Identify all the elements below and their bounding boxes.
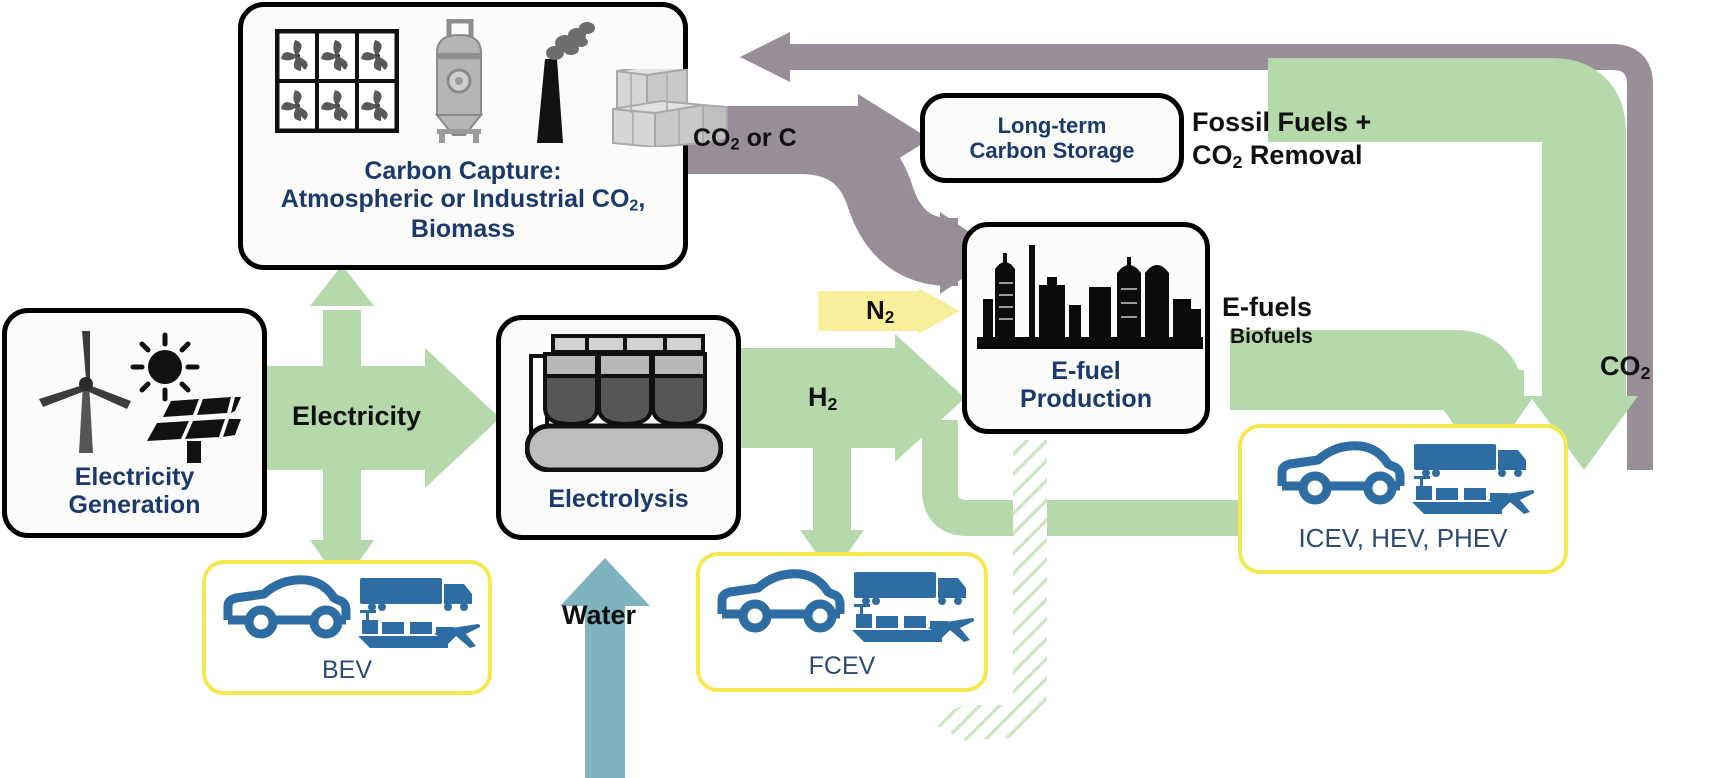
car-icon xyxy=(717,569,845,633)
electrolyzer-stack-icon xyxy=(525,334,723,472)
car-icon xyxy=(223,575,351,639)
label-biofuels: Biofuels xyxy=(1230,325,1313,348)
label-h2: H2 xyxy=(808,382,838,414)
dac-fan-array-icon xyxy=(275,29,399,133)
flow-efuel-to-fcev-dashed xyxy=(930,440,1047,744)
sun-icon xyxy=(130,332,200,402)
flow-fossil-fuels-to-icev xyxy=(1268,58,1638,470)
storage-line2: Carbon Storage xyxy=(969,137,1135,163)
flow-h2-to-efuel xyxy=(740,334,965,462)
carbon-capture-line2: Atmospheric or Industrial CO2, xyxy=(280,185,646,215)
truck-icon xyxy=(854,572,966,605)
vehicle-icons-bev xyxy=(223,575,480,648)
node-title-fcev: FCEV xyxy=(808,652,876,680)
solar-panel-icon xyxy=(147,397,241,463)
label-water: Water xyxy=(562,600,637,630)
car-icon xyxy=(1277,441,1405,505)
truck-icon xyxy=(360,578,472,611)
flow-co2-from-vehicles-to-capture xyxy=(740,32,1653,470)
node-fcev[interactable]: FCEV xyxy=(696,552,988,692)
smokestack-icon xyxy=(537,22,595,143)
flow-n2-to-efuel xyxy=(818,288,960,334)
node-bev[interactable]: BEV xyxy=(202,560,492,695)
label-electricity: Electricity xyxy=(292,401,422,431)
label-fossil-fuels-co2-removal: Fossil Fuels + CO2 Removal xyxy=(1192,107,1372,173)
ship-icon xyxy=(852,604,950,642)
plane-icon xyxy=(434,624,480,648)
ship-icon xyxy=(1412,476,1510,514)
node-title-long-term-storage: Long-term Carbon Storage xyxy=(925,113,1179,163)
fossil-fuels-line2: CO2 Removal xyxy=(1192,140,1363,173)
node-title-icev: ICEV, HEV, PHEV xyxy=(1298,523,1508,553)
plane-icon xyxy=(1488,490,1534,514)
biomass-bales-icon xyxy=(612,69,728,147)
fossil-fuels-line1: Fossil Fuels + xyxy=(1192,107,1372,137)
node-carbon-capture[interactable]: Carbon Capture: Atmospheric or Industria… xyxy=(238,2,728,270)
elec-gen-line2: Generation xyxy=(68,491,201,519)
label-n2: N2 xyxy=(866,295,895,327)
wind-turbine-icon xyxy=(39,331,131,453)
vehicle-icons-fcev xyxy=(717,569,974,642)
label-co2-return: CO2 xyxy=(1600,351,1651,383)
industrial-tank-icon xyxy=(434,19,484,143)
carbon-capture-line3: Biomass xyxy=(410,215,516,244)
ship-icon xyxy=(358,610,456,648)
node-title-bev: BEV xyxy=(321,656,373,684)
efuel-line1: E-fuel xyxy=(1051,357,1121,385)
node-title-electrolysis: Electrolysis xyxy=(501,485,736,513)
node-electrolysis[interactable]: Electrolysis xyxy=(496,315,741,540)
node-electricity-generation[interactable]: Electricity Generation xyxy=(2,308,267,538)
label-efuels: E-fuels xyxy=(1222,292,1313,322)
flow-water-to-electrolysis xyxy=(560,558,650,778)
electrolysis-line1: Electrolysis xyxy=(548,485,689,513)
node-title-carbon-capture: Carbon Capture: Atmospheric or Industria… xyxy=(243,157,683,243)
carbon-capture-line1: Carbon Capture: xyxy=(364,157,562,185)
vehicle-icons-icev xyxy=(1277,441,1534,514)
elec-gen-line1: Electricity xyxy=(74,463,195,491)
truck-icon xyxy=(1414,444,1526,477)
efuel-line2: Production xyxy=(1020,385,1152,413)
plane-icon xyxy=(928,618,974,642)
storage-line1: Long-term xyxy=(997,113,1107,138)
node-efuel-production[interactable]: E-fuel Production xyxy=(962,222,1210,434)
node-title-efuel-production: E-fuel Production xyxy=(967,357,1205,413)
node-title-electricity-generation: Electricity Generation xyxy=(7,463,262,519)
refinery-skyline-icon xyxy=(977,245,1203,349)
label-co2-or-c: CO2 or C xyxy=(693,124,797,154)
node-icev-hev-phev[interactable]: ICEV, HEV, PHEV xyxy=(1238,424,1568,574)
node-long-term-carbon-storage[interactable]: Long-term Carbon Storage xyxy=(920,93,1184,183)
